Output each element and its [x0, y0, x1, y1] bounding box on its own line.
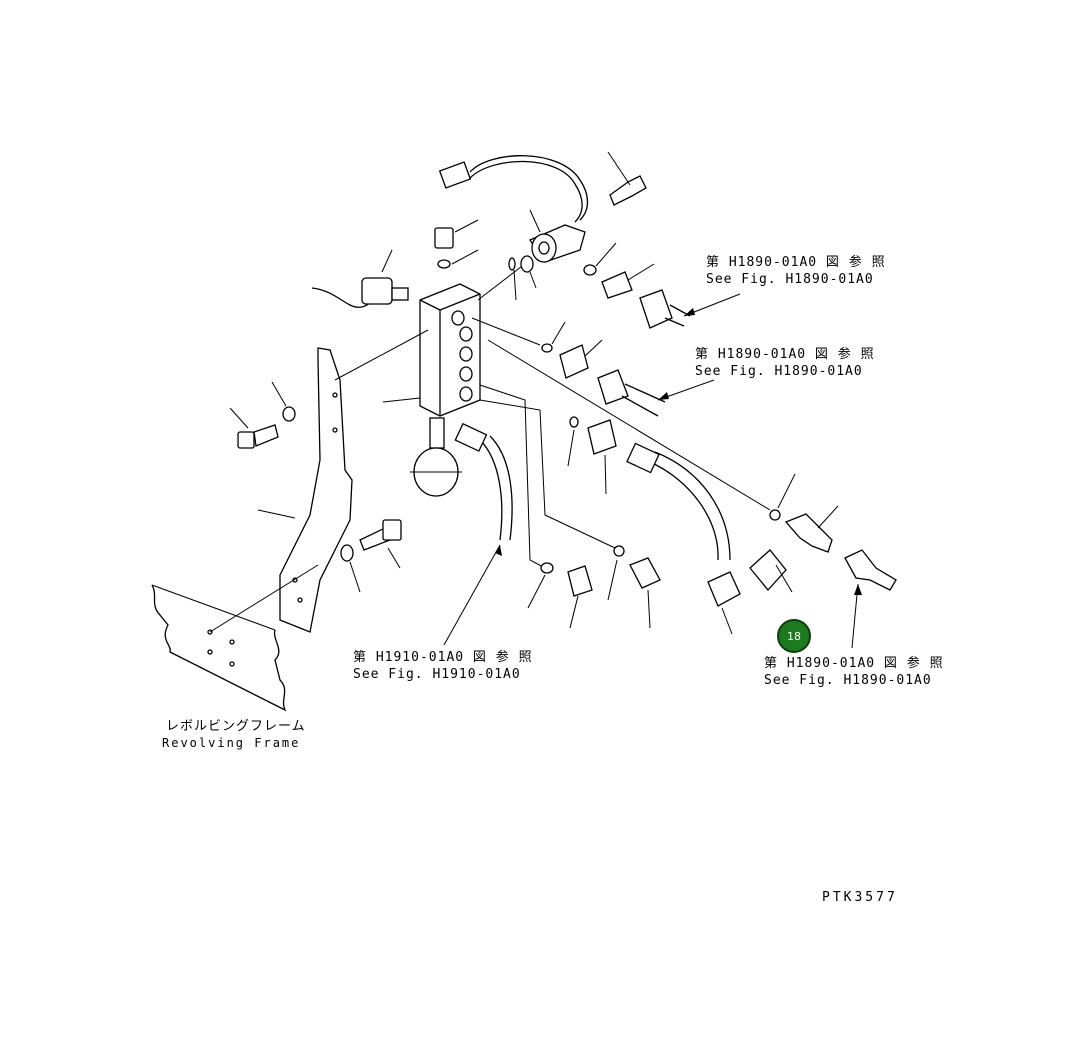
mounting-bracket [257, 347, 353, 633]
reference-en-text: See Fig. H1890-01A0 [706, 272, 874, 287]
fittings [508, 242, 897, 635]
bolt-top-right [607, 151, 647, 206]
reference-jp-text: 第 H1890-01A0 図 参 照 [706, 255, 886, 270]
valve-block [382, 283, 481, 417]
frame-label-en: Revolving Frame [162, 736, 301, 750]
hose-left [454, 422, 513, 541]
bolt-center [340, 519, 402, 593]
reference-label-1: 第 H1890-01A0 図 参 照 See Fig. H1890-01A0 [706, 254, 886, 288]
bolt-left [229, 381, 296, 449]
reference-en-text: See Fig. H1890-01A0 [764, 673, 932, 688]
reference-label-2: 第 H1890-01A0 図 参 照 See Fig. H1890-01A0 [695, 346, 875, 380]
wire-harness [438, 155, 589, 223]
leader-lines [471, 259, 771, 569]
pressure-sensor-left [311, 249, 409, 308]
reference-jp-text: 第 H1910-01A0 図 参 照 [353, 650, 533, 665]
frame-label: レボルビングフレーム Revolving Frame [162, 718, 306, 752]
bolt-top-center [434, 219, 479, 269]
reference-label-3: 第 H1910-01A0 図 参 照 See Fig. H1910-01A0 [353, 649, 533, 683]
reference-label-4: 第 H1890-01A0 図 参 照 See Fig. H1890-01A0 [764, 655, 944, 689]
hose-center [626, 442, 731, 561]
reference-jp-text: 第 H1890-01A0 図 参 照 [695, 347, 875, 362]
revolving-frame [151, 329, 429, 712]
reference-en-text: See Fig. H1910-01A0 [353, 667, 521, 682]
drawing-code: PTK3577 [822, 890, 898, 905]
callout-badge-18[interactable]: 18 [777, 619, 811, 653]
reference-arrows [443, 293, 862, 649]
frame-label-jp: レボルビングフレーム [166, 719, 306, 734]
reference-jp-text: 第 H1890-01A0 図 参 照 [764, 656, 944, 671]
reference-en-text: See Fig. H1890-01A0 [695, 364, 863, 379]
accumulator [410, 417, 462, 497]
solenoid-valve [529, 209, 586, 263]
